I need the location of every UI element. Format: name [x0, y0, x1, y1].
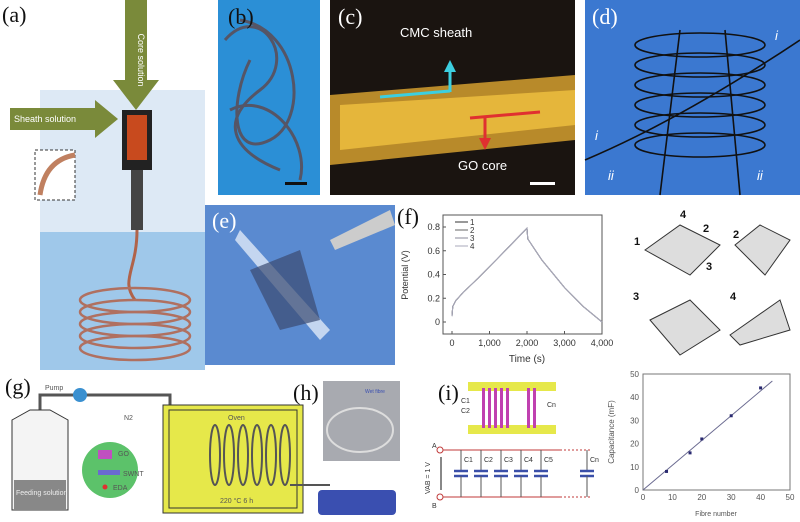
fibre-coil: [78, 286, 192, 362]
node-a-label: A: [432, 443, 437, 450]
plot-frame: [442, 214, 603, 335]
core-solution-label: Core solution: [136, 33, 146, 86]
x-tick-label: 50: [786, 493, 795, 502]
panel-a-schematic: Core solution Sheath solution: [10, 0, 205, 370]
y-tick-label: 0: [635, 486, 640, 495]
mesh-label: 3: [706, 261, 712, 273]
legend-label: 1: [470, 218, 475, 227]
panel-b-photo: [218, 0, 320, 195]
y-tick-label: 0.2: [427, 293, 440, 303]
legend-label: 2: [470, 226, 475, 235]
y-tick-label: 40: [630, 393, 639, 402]
capacitor-label: C3: [504, 457, 513, 464]
x-tick-label: 30: [727, 493, 736, 502]
legend-label: 3: [470, 234, 475, 243]
panel-label-a: (a): [2, 2, 27, 27]
series-line: [451, 227, 603, 323]
n2-label: N2: [124, 415, 133, 422]
y-tick-label: 0: [435, 317, 440, 327]
y-tick-label: 0.6: [427, 246, 440, 256]
cmc-sheath-label: CMC sheath: [400, 25, 472, 40]
eda-label: EDA: [113, 485, 128, 492]
mesh-label: 2: [703, 223, 709, 235]
x-axis-label: Fibre number: [695, 511, 737, 518]
mesh-label: 4: [680, 209, 687, 221]
panel-c-photo: CMC sheath GO core: [330, 0, 575, 195]
panel-label-f: (f): [397, 204, 419, 229]
x-tick-label: 40: [756, 493, 765, 502]
node-b-label: B: [432, 503, 437, 510]
mesh-label: 2: [733, 229, 739, 241]
fit-line: [642, 380, 773, 491]
capacitor-label: C5: [544, 457, 553, 464]
x-tick-label: 0: [449, 338, 454, 348]
top-cap-label: Cn: [547, 402, 556, 409]
mesh-illustrations: [644, 224, 791, 356]
panel-label-d: (d): [592, 4, 618, 29]
x-tick-label: 10: [668, 493, 677, 502]
mark-i: i: [595, 128, 599, 143]
y-tick-label: 20: [630, 440, 639, 449]
x-tick-label: 0: [641, 493, 646, 502]
sheath-solution-label: Sheath solution: [14, 114, 76, 124]
legend-label: 4: [470, 242, 475, 251]
mark-ii: ii: [608, 168, 615, 183]
x-tick-label: 3,000: [553, 338, 576, 348]
swnt-label: SWNT: [123, 471, 144, 478]
pump-label: Pump: [45, 385, 63, 392]
panel-label-c: (c): [338, 4, 363, 29]
data-point: [700, 437, 704, 441]
data-point: [729, 414, 733, 418]
y-tick-label: 50: [630, 370, 639, 379]
panel-g-schematic: Pump N2 Oven 220 °C 6 h GO SWNT EDA Feed…: [11, 385, 396, 515]
y-tick-label: 10: [630, 463, 639, 472]
x-tick-label: 20: [697, 493, 706, 502]
x-tick-label: 4,000: [591, 338, 614, 348]
oven-label: Oven: [228, 415, 245, 422]
capacitor-label: C2: [484, 457, 493, 464]
y-tick-label: 30: [630, 416, 639, 425]
panel-label-b: (b): [228, 4, 254, 29]
oven-condition-label: 220 °C 6 h: [220, 497, 253, 505]
y-axis-label: Capacitance (mF): [607, 400, 616, 464]
top-cap-label: C2: [461, 408, 470, 415]
mesh-label: 3: [633, 291, 639, 303]
panel-h-photo: Wet fibre: [323, 381, 400, 461]
y-axis-label: Potential (V): [400, 250, 410, 300]
y-tick-label: 0.8: [427, 222, 440, 232]
wet-fibre-label: Wet fibre: [365, 389, 385, 395]
x-tick-label: 2,000: [516, 338, 539, 348]
feeding-solution-label: Feeding solution: [16, 490, 67, 497]
panel-e-photo: [205, 205, 395, 365]
x-axis-label: Time (s): [509, 354, 545, 365]
mesh-label: 1: [634, 236, 640, 248]
go-label: GO: [118, 451, 129, 458]
panel-d-photo: i i ii ii: [584, 0, 800, 196]
data-point: [759, 386, 763, 390]
top-cap-label: C1: [461, 398, 470, 405]
panel-label-h: (h): [293, 380, 319, 405]
panel-label-g: (g): [5, 374, 31, 399]
panel-label-e: (e): [212, 208, 237, 233]
mesh-label: 4: [730, 291, 737, 303]
x-tick-label: 1,000: [478, 338, 501, 348]
panel-label-i: (i): [438, 380, 459, 405]
capacitor-label: C1: [464, 457, 473, 464]
mark-i: i: [775, 28, 779, 43]
data-point: [665, 469, 669, 473]
y-tick-label: 0.4: [427, 270, 440, 280]
mark-ii: ii: [757, 168, 764, 183]
capacitor-label: Cn: [590, 457, 599, 464]
capacitor-label: C4: [524, 457, 533, 464]
go-core-label: GO core: [458, 158, 507, 173]
voltage-label: VAB = 1 V: [425, 462, 432, 494]
data-point: [688, 451, 692, 455]
